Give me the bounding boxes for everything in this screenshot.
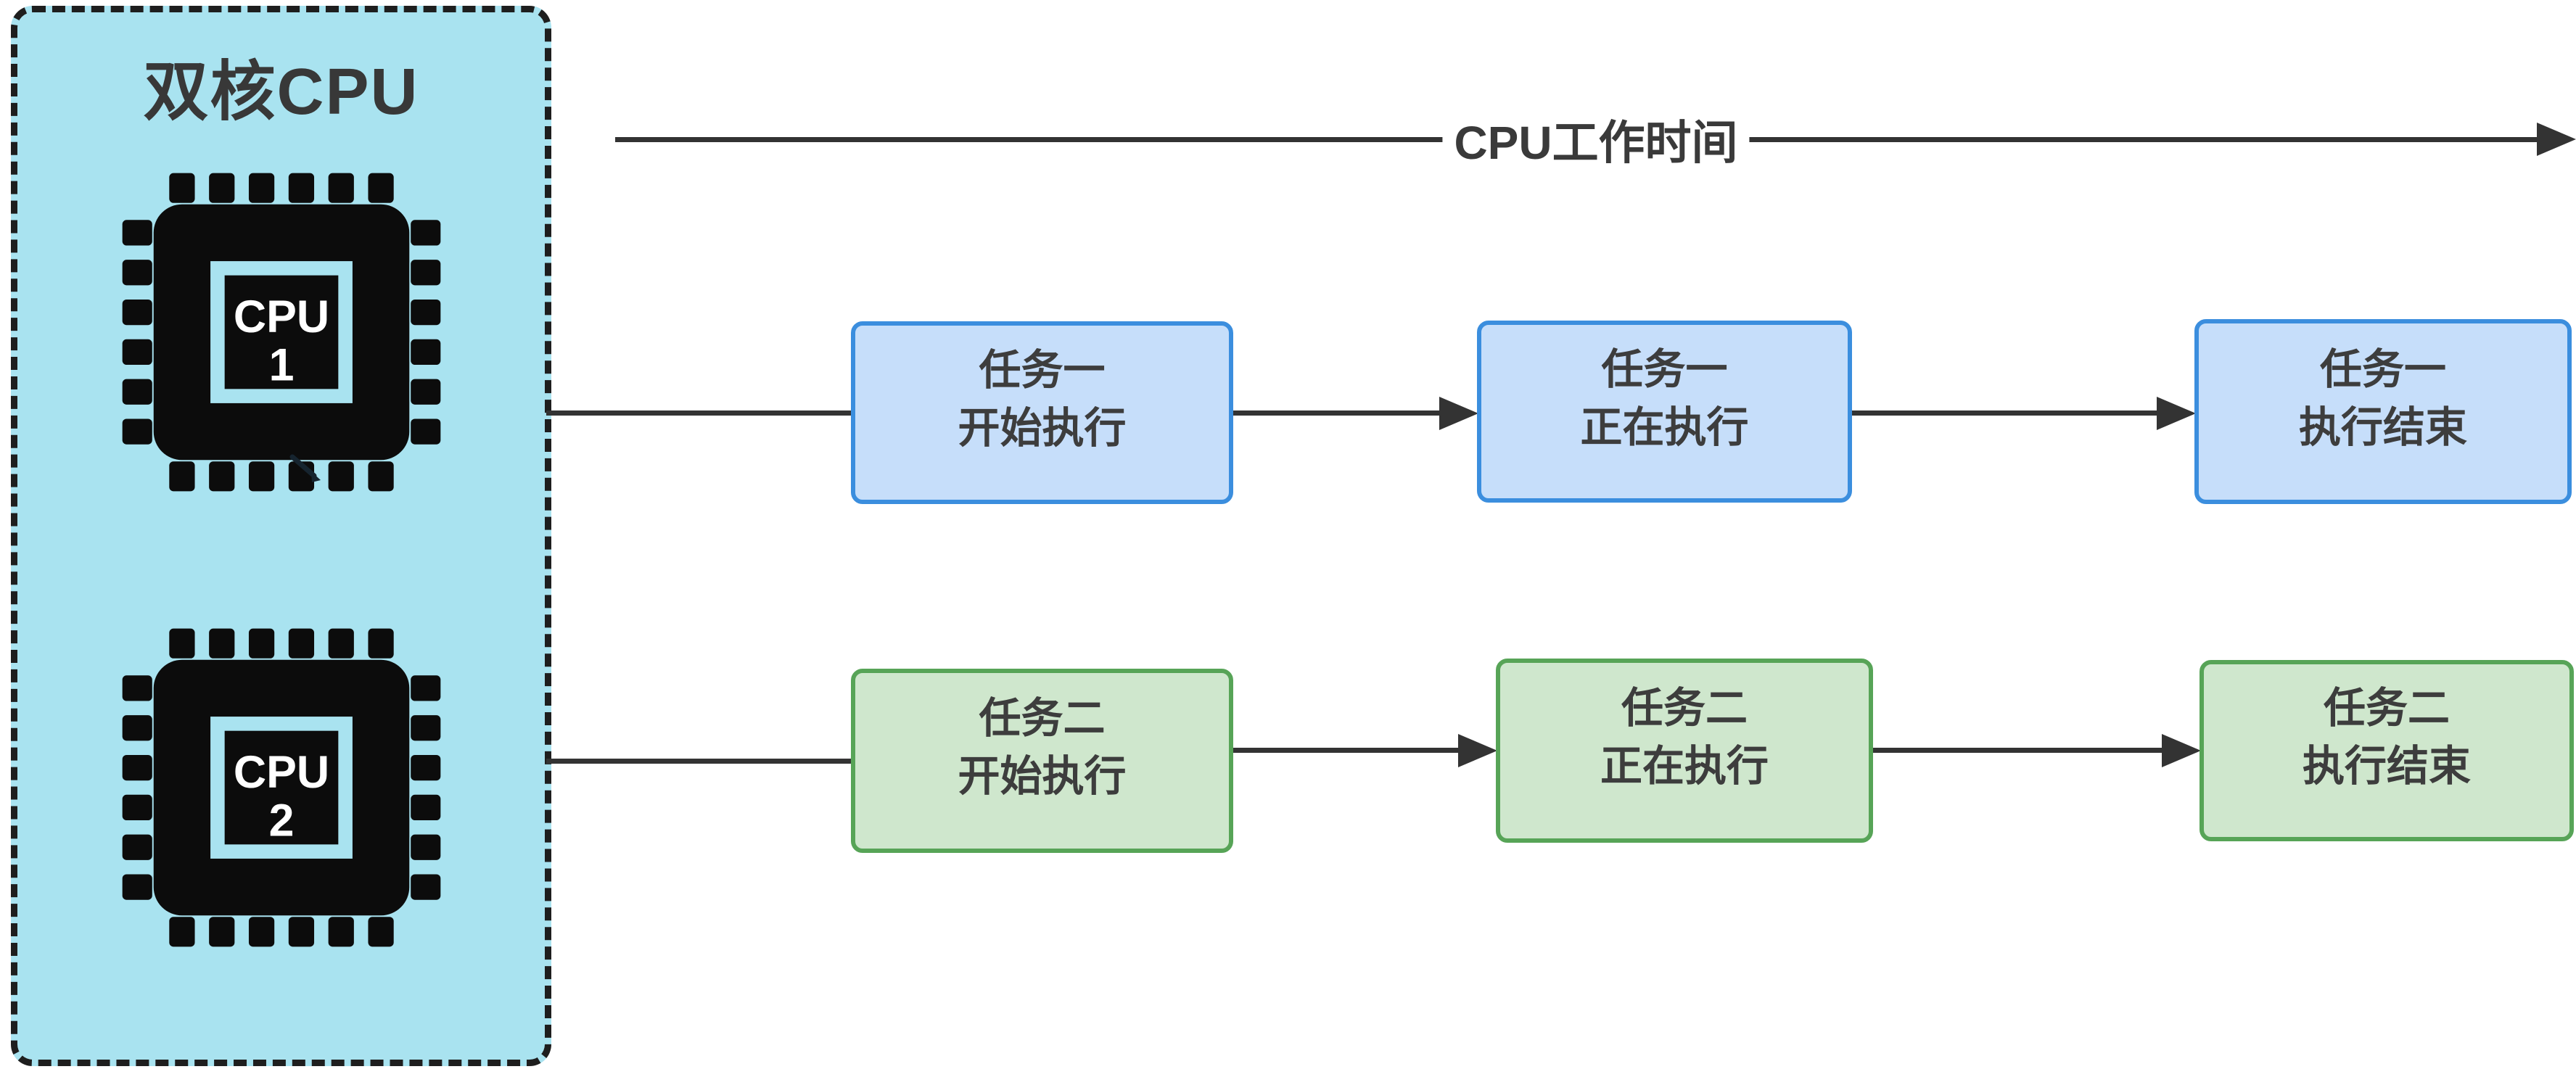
task2-box-running-line1: 任务二 (1621, 685, 1748, 732)
row1-arrowhead-1-icon (1439, 397, 1478, 430)
cpu2-label-line2: 2 (268, 796, 294, 846)
task2-box-start-line2: 开始执行 (958, 753, 1127, 800)
cpu1-label-line1: CPU (233, 292, 329, 342)
task1-box-start: 任务一 开始执行 (851, 321, 1233, 504)
task1-box-finished-line1: 任务一 (2319, 345, 2446, 393)
row1-connector-start (546, 410, 851, 416)
row2-connector-start (546, 759, 851, 764)
task2-box-finished-line2: 执行结束 (2302, 743, 2471, 790)
cpu-chip-1-icon: CPU 1 (111, 162, 452, 503)
cpu-chip-1-svg: CPU 1 (122, 173, 440, 492)
cpu-chip-2-svg: CPU 2 (122, 628, 440, 947)
row1-connector-end (1852, 410, 2157, 416)
task2-box-finished-line1: 任务二 (2323, 685, 2450, 732)
timeline-label: CPU工作时间 (1442, 106, 1750, 173)
panel-title: 双核CPU (143, 56, 419, 128)
task2-box-finished: 任务二 执行结束 (2200, 660, 2574, 841)
row1-arrowhead-2-icon (2157, 397, 2196, 430)
row2-arrowhead-2-icon (2162, 734, 2201, 767)
task2-box-start: 任务二 开始执行 (851, 669, 1233, 853)
row2-connector-mid (1233, 748, 1458, 753)
task2-box-running: 任务二 正在执行 (1496, 659, 1873, 843)
dual-core-cpu-panel: 双核CPU (11, 6, 551, 1066)
timeline-arrowhead-icon (2537, 123, 2576, 156)
task1-box-running-line1: 任务一 (1601, 345, 1728, 393)
row1-connector-mid (1233, 410, 1439, 416)
task1-box-start-line1: 任务一 (979, 347, 1106, 394)
row2-connector-end (1873, 748, 2162, 753)
mouse-cursor-icon (287, 453, 328, 488)
cpu2-label-line1: CPU (233, 747, 329, 798)
task1-box-finished-line2: 执行结束 (2298, 403, 2467, 451)
cpu-chip-2-icon: CPU 2 (111, 617, 452, 958)
task1-box-running-line2: 正在执行 (1580, 403, 1749, 451)
cpu1-label-line2: 1 (268, 340, 294, 391)
task2-box-start-line1: 任务二 (979, 695, 1106, 742)
task2-box-running-line2: 正在执行 (1600, 743, 1769, 790)
task1-box-finished: 任务一 执行结束 (2194, 319, 2572, 504)
task1-box-start-line2: 开始执行 (958, 405, 1127, 452)
task1-box-running: 任务一 正在执行 (1477, 321, 1852, 503)
row2-arrowhead-1-icon (1458, 734, 1497, 767)
